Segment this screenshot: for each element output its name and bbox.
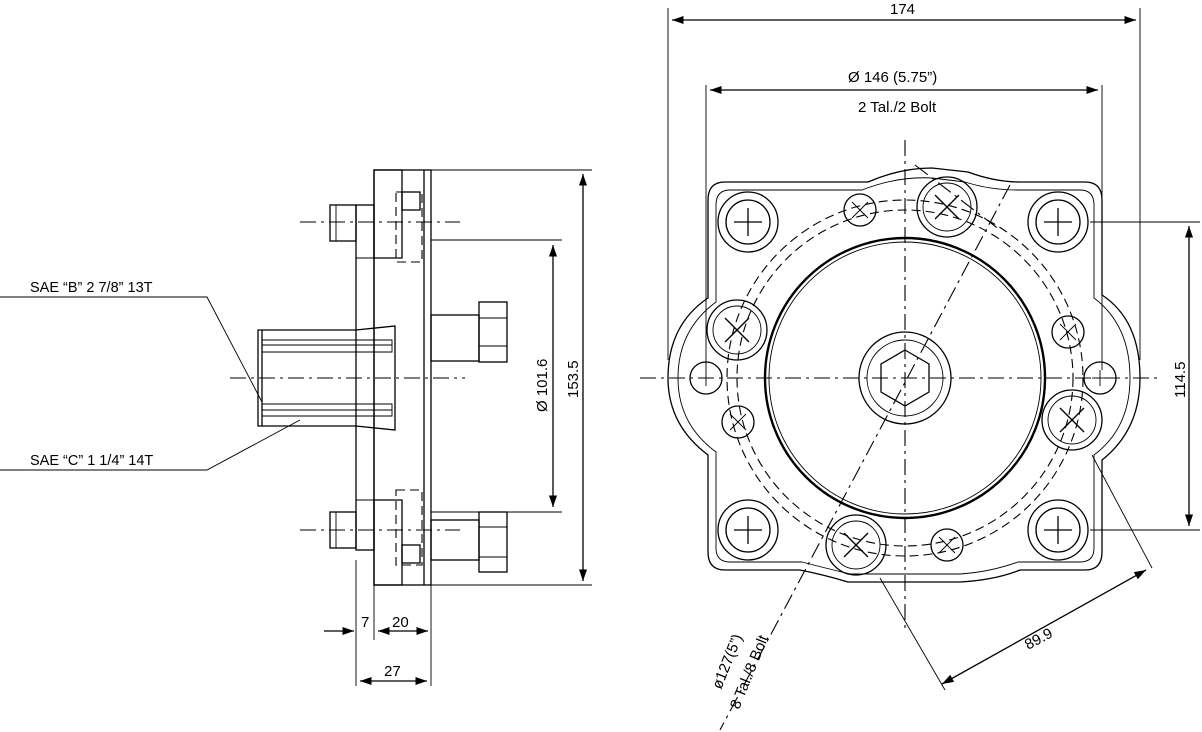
dim-101-6: Ø 101.6 <box>534 359 551 412</box>
front-view <box>640 8 1200 731</box>
spline-b-label: SAE “B” 2 7/8” 13T <box>30 280 153 296</box>
small-holes <box>689 193 1117 562</box>
stud-top <box>329 204 357 242</box>
corner-bolts <box>717 191 1089 561</box>
side-view <box>0 169 592 686</box>
pilot-circle <box>763 236 1047 520</box>
front-flange-outline <box>667 167 1141 583</box>
dim-bolt-2: 2 Tal./2 Bolt <box>858 99 937 116</box>
bolt-circle-bolts <box>706 176 1103 576</box>
dim-20: 20 <box>392 614 409 631</box>
dim-89-9: 89.9 <box>1022 625 1056 654</box>
dim-174: 174 <box>890 1 915 18</box>
spline-c-label: SAE “C” 1 1/4” 14T <box>30 453 153 469</box>
bolt-circle <box>726 199 1084 557</box>
dim-146: Ø 146 (5.75”) <box>848 69 937 86</box>
dim-114-5: 114.5 <box>1172 362 1189 398</box>
stud-bottom <box>329 511 357 549</box>
hub <box>858 331 952 425</box>
spline-coupling <box>257 325 396 431</box>
dim-7: 7 <box>361 614 369 631</box>
dim-153-5: 153.5 <box>565 360 582 398</box>
dim-27: 27 <box>384 663 401 680</box>
